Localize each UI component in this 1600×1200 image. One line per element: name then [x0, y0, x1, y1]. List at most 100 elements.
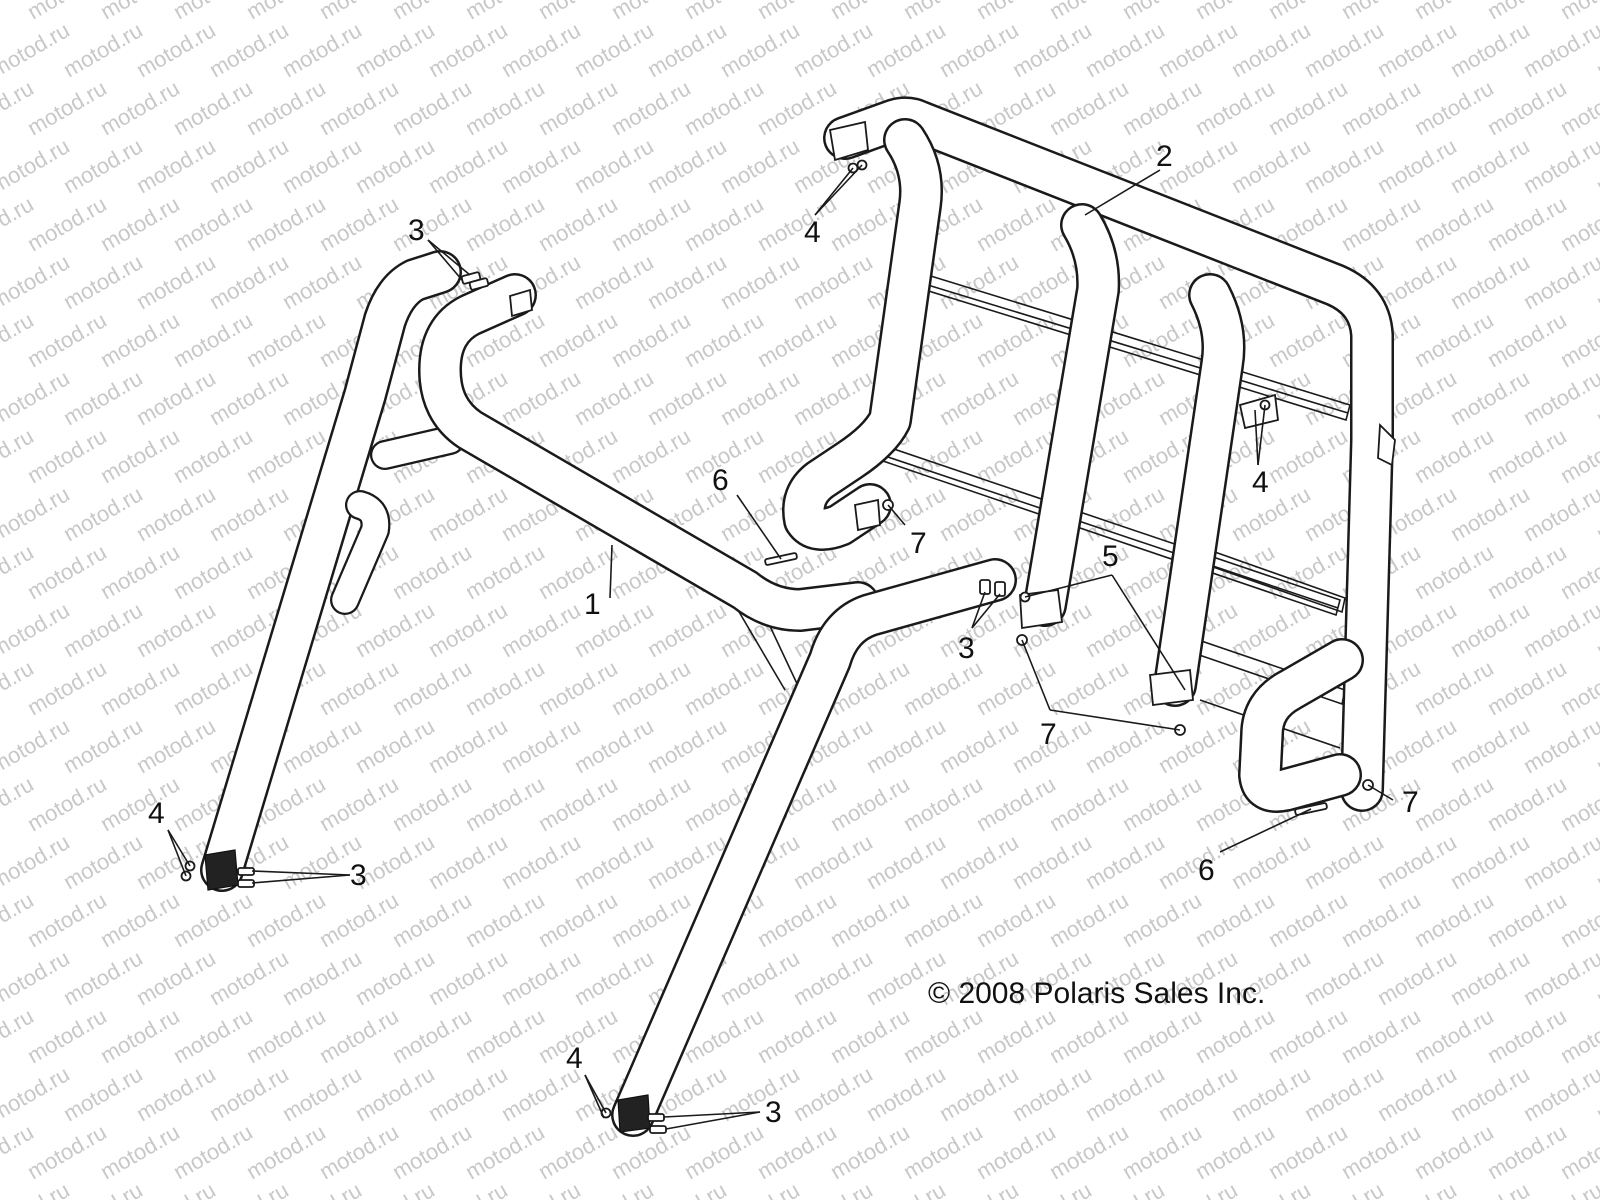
watermark-text: motod.ru [716, 249, 804, 314]
watermark-text: motod.ru [935, 829, 1023, 894]
watermark-text: motod.ru [1373, 945, 1461, 1010]
watermark-text: motod.ru [1446, 945, 1534, 1010]
watermark-text: motod.ru [716, 1061, 804, 1126]
watermark-text: motod.ru [242, 1003, 330, 1068]
watermark-text: motod.ru [1410, 1119, 1498, 1184]
watermark-text: motod.ru [1081, 1061, 1169, 1126]
watermark-text: motod.ru [96, 1003, 184, 1068]
watermark-text: motod.ru [0, 945, 74, 1010]
watermark-text: motod.ru [1227, 17, 1315, 82]
watermark-text: motod.ru [315, 887, 403, 952]
watermark-text: motod.ru [1483, 191, 1571, 256]
watermark-text: motod.ru [497, 829, 585, 894]
watermark-text: motod.ru [1519, 713, 1600, 778]
watermark-text: motod.ru [169, 1003, 257, 1068]
watermark-text: motod.ru [242, 191, 330, 256]
watermark-text: motod.ru [972, 887, 1060, 952]
watermark-text: motod.ru [607, 423, 695, 488]
watermark-text: motod.ru [1483, 423, 1571, 488]
watermark-text: motod.ru [1008, 17, 1096, 82]
callout-labels: 1 2 3 3 3 3 4 4 4 4 5 6 6 7 7 7 [148, 140, 1419, 1129]
callout-4-bottom: 4 [566, 1042, 583, 1075]
watermark-text: motod.ru [0, 713, 74, 778]
watermark-text: motod.ru [716, 17, 804, 82]
watermark-text: motod.ru [570, 713, 658, 778]
watermark-text: motod.ru [534, 307, 622, 372]
watermark-text: motod.ru [0, 133, 74, 198]
watermark-text: motod.ru [680, 655, 768, 720]
watermark-text: motod.ru [1191, 75, 1279, 140]
watermark-text: motod.ru [1337, 1119, 1425, 1184]
watermark-text: motod.ru [1483, 539, 1571, 604]
watermark-text: motod.ru [1410, 1003, 1498, 1068]
callout-7-mid: 7 [1040, 718, 1057, 751]
watermark-text: motod.ru [1410, 887, 1498, 952]
watermark-text: motod.ru [424, 133, 512, 198]
watermark-text: motod.ru [315, 655, 403, 720]
watermark-text: motod.ru [59, 365, 147, 430]
watermark-text: motod.ru [935, 713, 1023, 778]
watermark-text: motod.ru [1191, 1119, 1279, 1184]
watermark-text: motod.ru [1045, 887, 1133, 952]
watermark-text: motod.ru [1446, 829, 1534, 894]
watermark-text: motod.ru [497, 597, 585, 662]
watermark-text: motod.ru [96, 191, 184, 256]
watermark-text: motod.ru [23, 887, 111, 952]
watermark-text: motod.ru [935, 481, 1023, 546]
watermark-text: motod.ru [1337, 75, 1425, 140]
watermark-text: motod.ru [607, 771, 695, 836]
watermark-text: motod.ru [643, 365, 731, 430]
watermark-text: motod.ru [169, 307, 257, 372]
watermark-text: motod.ru [1300, 1061, 1388, 1126]
watermark-text: motod.ru [351, 133, 439, 198]
watermark-text: motod.ru [205, 365, 293, 430]
watermark-text: motod.ru [1519, 17, 1600, 82]
watermark-text: motod.ru [315, 191, 403, 256]
watermark-text: motod.ru [789, 829, 877, 894]
watermark-text: motod.ru [1264, 1003, 1352, 1068]
watermark-text: motod.ru [534, 1119, 622, 1184]
watermark-text: motod.ru [278, 713, 366, 778]
watermark-text: motod.ru [899, 1119, 987, 1184]
watermark-text: motod.ru [1264, 307, 1352, 372]
watermark-text: motod.ru [169, 1119, 257, 1184]
watermark-text: motod.ru [570, 829, 658, 894]
watermark-text: motod.ru [1446, 713, 1534, 778]
watermark-text: motod.ru [1337, 191, 1425, 256]
watermark-text: motod.ru [862, 17, 950, 82]
watermark-text: motod.ru [1045, 771, 1133, 836]
watermark-text: motod.ru [1410, 771, 1498, 836]
watermark-text: motod.ru [242, 75, 330, 140]
callout-3-top: 3 [408, 214, 425, 247]
watermark-text: motod.ru [1227, 597, 1315, 662]
watermark-text: motod.ru [826, 887, 914, 952]
watermark-text: motod.ru [789, 249, 877, 314]
watermark-text: motod.ru [1045, 75, 1133, 140]
watermark-text: motod.ru [972, 1003, 1060, 1068]
front-cage-part-1 [200, 250, 1017, 1137]
watermark-text: motod.ru [1118, 771, 1206, 836]
watermark-text: motod.ru [826, 1119, 914, 1184]
watermark-text: motod.ru [1191, 887, 1279, 952]
watermark-text: motod.ru [497, 17, 585, 82]
watermark-text: motod.ru [643, 597, 731, 662]
copyright-notice: © 2008 Polaris Sales Inc. [928, 977, 1265, 1010]
watermark-text: motod.ru [388, 887, 476, 952]
watermark-text: motod.ru [1227, 829, 1315, 894]
watermark-text: motod.ru [570, 17, 658, 82]
watermark-text: motod.ru [96, 75, 184, 140]
watermark-text: motod.ru [1373, 133, 1461, 198]
watermark-text: motod.ru [132, 945, 220, 1010]
watermark-text: motod.ru [96, 539, 184, 604]
watermark-text: motod.ru [96, 423, 184, 488]
watermark-text: motod.ru [1081, 597, 1169, 662]
watermark-text: motod.ru [643, 17, 731, 82]
watermark-text: motod.ru [862, 829, 950, 894]
watermark-text: motod.ru [59, 249, 147, 314]
rear-frame-tubes [782, 96, 1394, 813]
watermark-text: motod.ru [1483, 1003, 1571, 1068]
watermark-text: motod.ru [388, 539, 476, 604]
watermark-text: motod.ru [351, 17, 439, 82]
watermark-text: motod.ru [388, 191, 476, 256]
